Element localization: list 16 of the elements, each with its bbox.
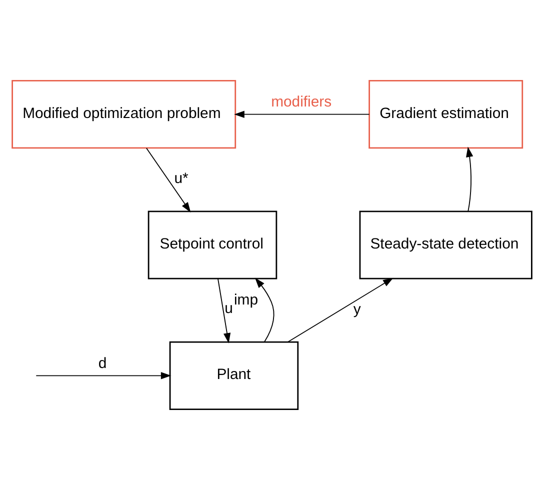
arrow bbox=[466, 146, 474, 212]
node-box: Steady-state detection bbox=[359, 210, 532, 280]
arrow bbox=[218, 278, 231, 344]
edge-label: modifiers bbox=[271, 94, 332, 111]
node-box: Gradient estimation bbox=[368, 80, 524, 149]
arrow bbox=[234, 110, 370, 118]
edge-label: u* bbox=[174, 170, 188, 188]
edge-label: d bbox=[98, 355, 107, 372]
node-box: Setpoint control bbox=[148, 210, 278, 280]
arrow bbox=[288, 278, 394, 342]
node-box: Modified optimization problem bbox=[12, 80, 236, 149]
edge-label: y bbox=[353, 300, 361, 318]
arrow bbox=[146, 148, 191, 212]
node-box: Plant bbox=[169, 341, 299, 410]
arrow bbox=[254, 278, 274, 342]
arrow bbox=[36, 372, 172, 380]
